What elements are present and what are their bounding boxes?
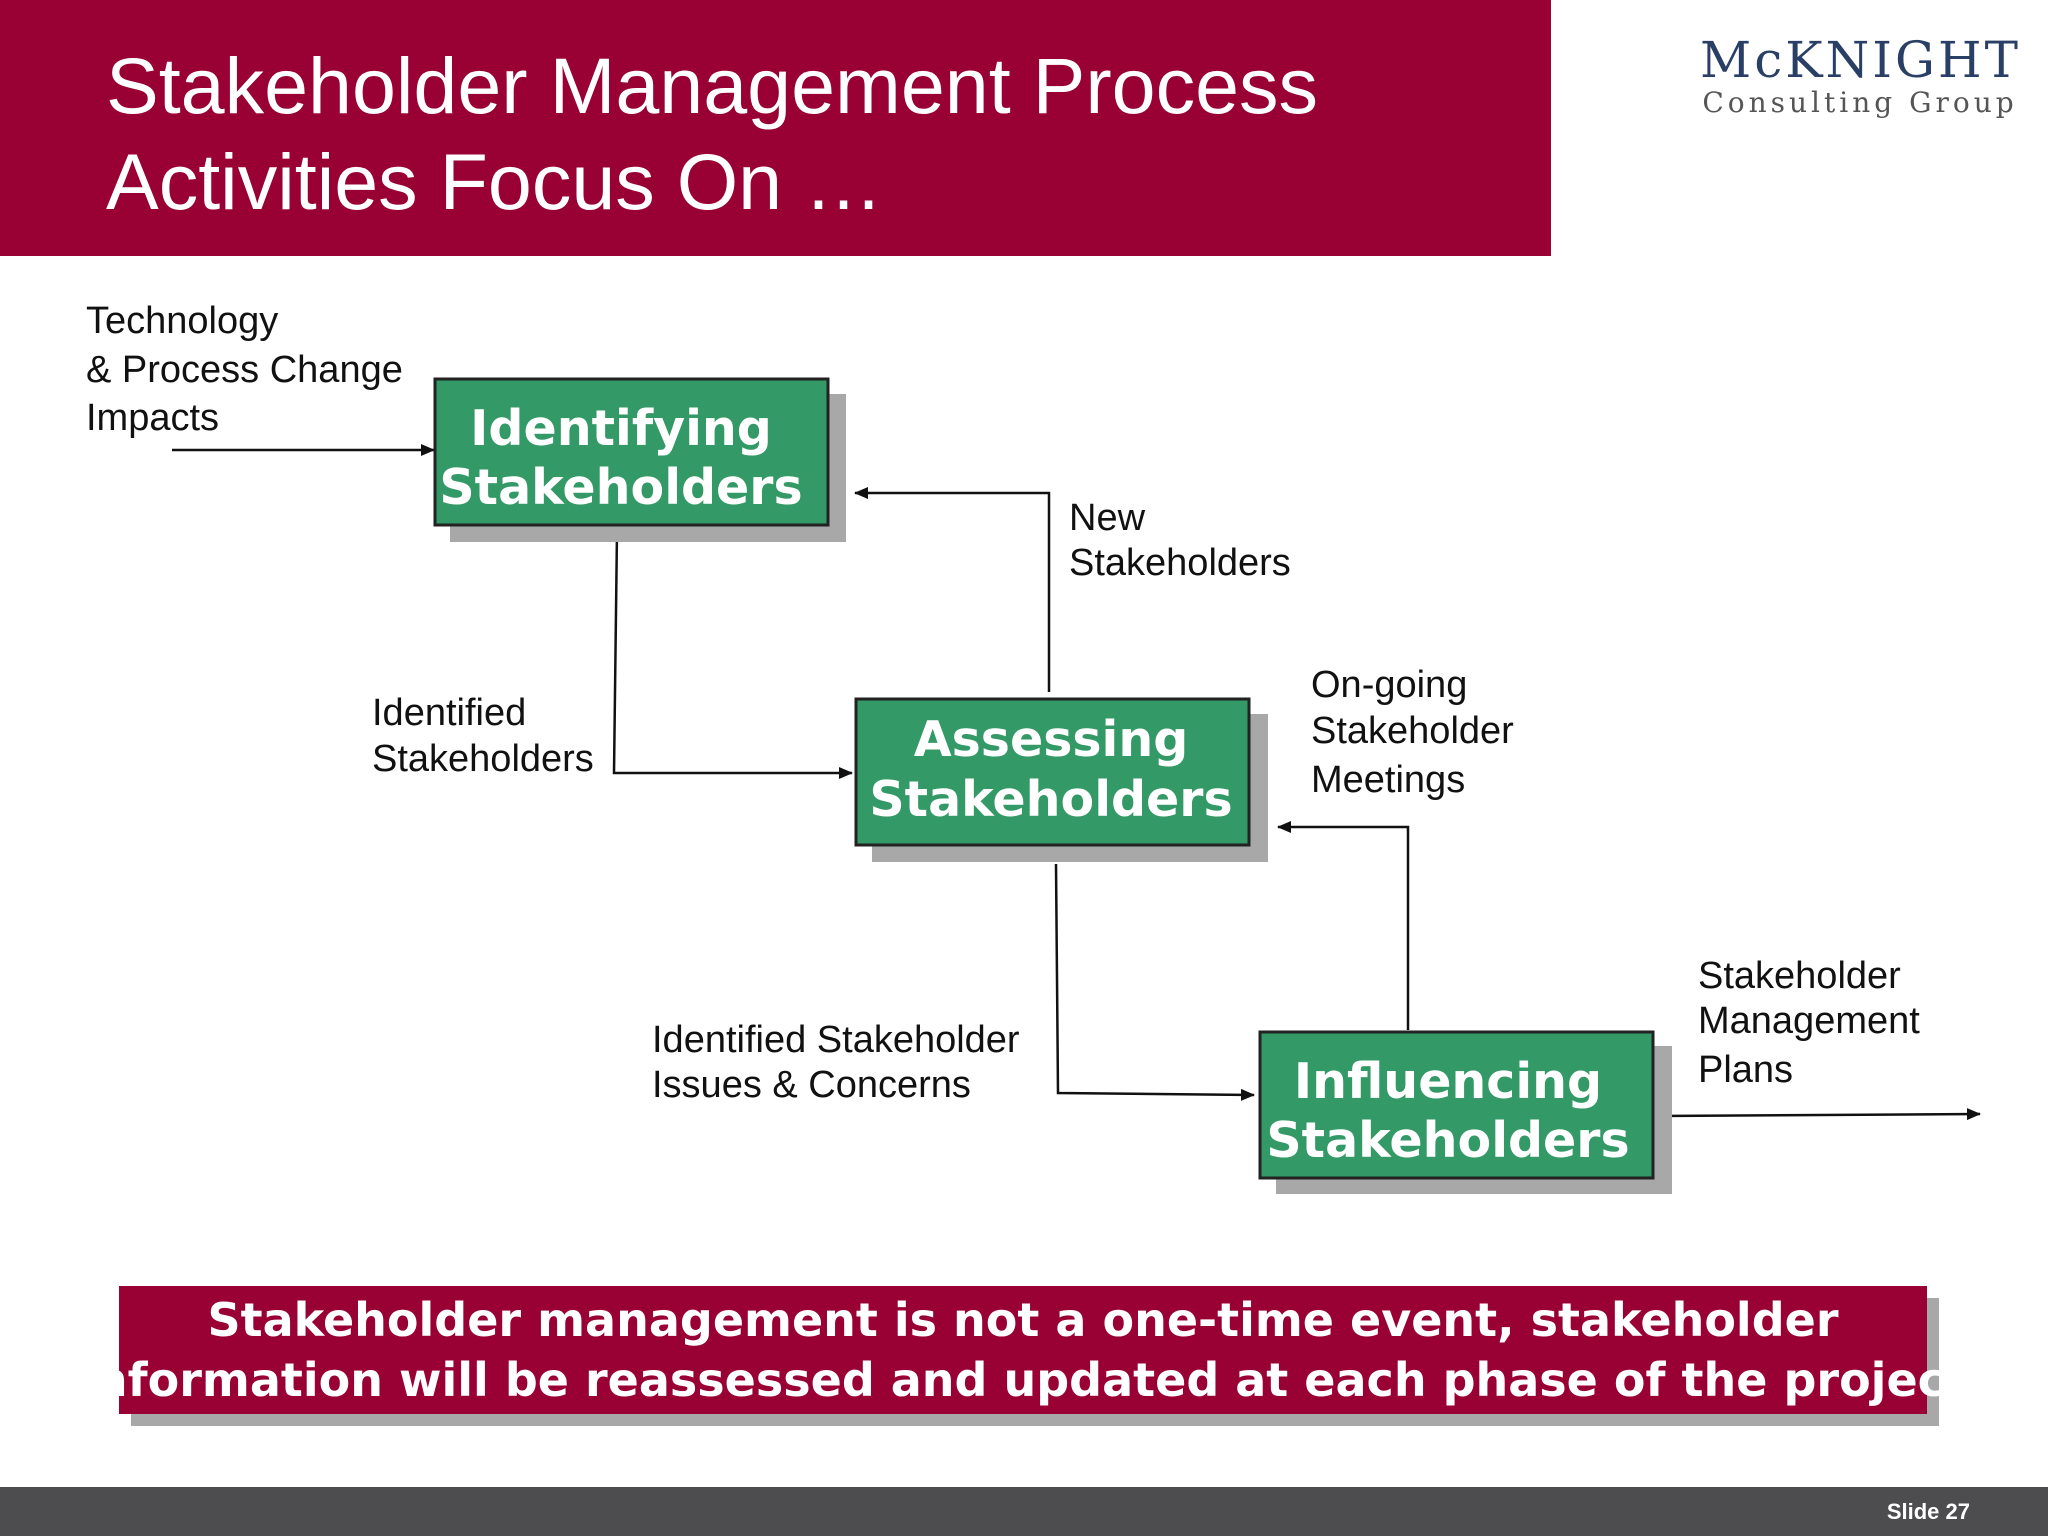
slide-number: Slide 27 <box>1886 1499 1970 1524</box>
footer-bar: Slide 27 <box>0 1487 2048 1536</box>
process-label-line-1: Assessing <box>914 711 1189 768</box>
process-assessing: Assessing Stakeholders <box>854 697 1268 862</box>
arrow-influencing-to-assessing <box>1277 821 1410 1030</box>
flow-label-line: Stakeholders <box>1069 542 1291 584</box>
flow-label-line: Stakeholder <box>1698 955 1901 997</box>
flow-label-line: On-going <box>1311 664 1467 706</box>
logo-name: McKNIGHT <box>1700 31 2021 89</box>
company-logo: McKNIGHT Consulting Group <box>1700 34 2020 120</box>
process-label-line-2: Stakeholders <box>439 459 802 516</box>
flow-label-management-plans: Stakeholder Management Plans <box>1698 955 1920 1091</box>
process-label-line-1: Identifying <box>470 400 772 457</box>
process-label-line-2: Stakeholders <box>869 771 1232 828</box>
flow-label-line: Stakeholder <box>1311 710 1514 752</box>
slide-title: Stakeholder Management Process Activitie… <box>106 38 1526 230</box>
flow-label-line: & Process Change <box>86 349 403 391</box>
process-label-line-1: Influencing <box>1294 1053 1602 1110</box>
flow-label-line: Management <box>1698 1000 1920 1042</box>
flow-label-line: New <box>1069 497 1146 539</box>
process-box <box>1258 1030 1655 1180</box>
key-message-banner: Stakeholder management is not a one-time… <box>79 1286 1967 1414</box>
title-bar: Stakeholder Management Process Activitie… <box>0 0 1551 256</box>
connectors <box>172 444 1981 1121</box>
flow-label-ongoing-meetings: On-going Stakeholder Meetings <box>1311 664 1514 801</box>
flow-label-identified-stakeholders: Identified Stakeholders <box>372 692 594 780</box>
flow-label-line: Stakeholders <box>372 738 594 780</box>
title-line-1: Stakeholder Management Process <box>106 41 1319 130</box>
process-identifying: Identifying Stakeholders <box>433 377 846 542</box>
flow-label-line: Identified Stakeholder <box>652 1019 1020 1061</box>
flow-label-line: Meetings <box>1311 759 1465 801</box>
title-line-2: Activities Focus On … <box>106 137 884 226</box>
key-message-line-1: Stakeholder management is not a one-time… <box>207 1293 1839 1347</box>
flow-label-line: Plans <box>1698 1049 1793 1091</box>
arrow-influencing-output <box>1657 1108 1981 1121</box>
arrow-assessing-to-identifying <box>854 487 1051 692</box>
arrow-assessing-to-influencing <box>1054 863 1255 1101</box>
arrow-identifying-to-assessing <box>612 530 853 779</box>
logo-subtitle: Consulting Group <box>1702 86 2018 119</box>
flow-label-line: Technology <box>86 300 278 342</box>
process-box <box>433 377 830 527</box>
flow-label-issues-concerns: Identified Stakeholder Issues & Concerns <box>652 1019 1020 1106</box>
process-flow-diagram: Identifying Stakeholders Assessing Stake… <box>86 300 1981 1194</box>
flow-label-input: Technology & Process Change Impacts <box>86 300 403 439</box>
process-label-line-2: Stakeholders <box>1266 1112 1629 1169</box>
key-message-line-2: information will be reassessed and updat… <box>79 1353 1967 1407</box>
flow-label-new-stakeholders: New Stakeholders <box>1069 497 1291 584</box>
process-box <box>854 697 1251 847</box>
flow-label-line: Impacts <box>86 397 219 439</box>
process-influencing: Influencing Stakeholders <box>1258 1030 1672 1194</box>
flow-label-line: Issues & Concerns <box>652 1064 971 1106</box>
flow-label-line: Identified <box>372 692 526 734</box>
